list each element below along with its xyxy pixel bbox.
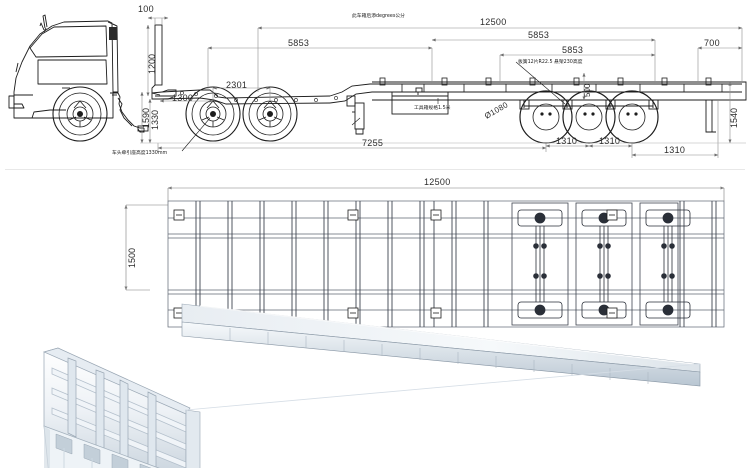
note-fifth-wheel-height: 车头牵引座高度1330mm: [112, 150, 168, 156]
side-elevation-svg: [8, 14, 747, 158]
dim-total-deck-length: 12500: [480, 17, 507, 27]
dim-axle-gap-1: 1310: [556, 136, 578, 146]
note-toolbox: 工具箱规格1.5米: [414, 105, 451, 111]
dim-axle-gap-3: 1310: [664, 145, 686, 155]
dim-headboard-height: 1200: [147, 53, 157, 74]
dim-kingpin-to-bogie: 7255: [362, 138, 384, 148]
note-spring-suspension: 板簧12片R22.5 悬架230高度: [518, 59, 583, 65]
dim-bay-a: 5853: [288, 38, 310, 48]
dim-suspension-height: 500: [583, 83, 592, 97]
side-elevation-drawing: 100 1200 1590 1330 1300 2301 12500 5853 …: [0, 0, 750, 172]
trailer-3d-render: [42, 303, 701, 468]
dim-axle-gap-2: 1310: [599, 136, 621, 146]
dim-rear-overhang: 700: [704, 38, 720, 48]
dim-tractor-front-to-kingpin: 1300: [172, 93, 194, 103]
plan-dim-overall-length: 12500: [424, 177, 451, 187]
sheet-divider: [5, 169, 745, 170]
note-rear-box: 此车箱后添degrees公分: [352, 13, 405, 19]
plan-dim-headboard-height: 1500: [127, 247, 137, 268]
plan-view-and-render: 12500 1500: [0, 172, 750, 468]
dim-fifth-wheel-height: 1330: [150, 109, 160, 130]
dim-tractor-axle-spread: 2301: [226, 80, 248, 90]
plan-view-svg: [42, 186, 725, 468]
dim-deck-height-rear: 1540: [729, 107, 739, 128]
dim-headboard-thickness: 100: [138, 4, 154, 14]
dim-bay-b: 5853: [528, 30, 550, 40]
dim-bay-c: 5853: [562, 45, 584, 55]
